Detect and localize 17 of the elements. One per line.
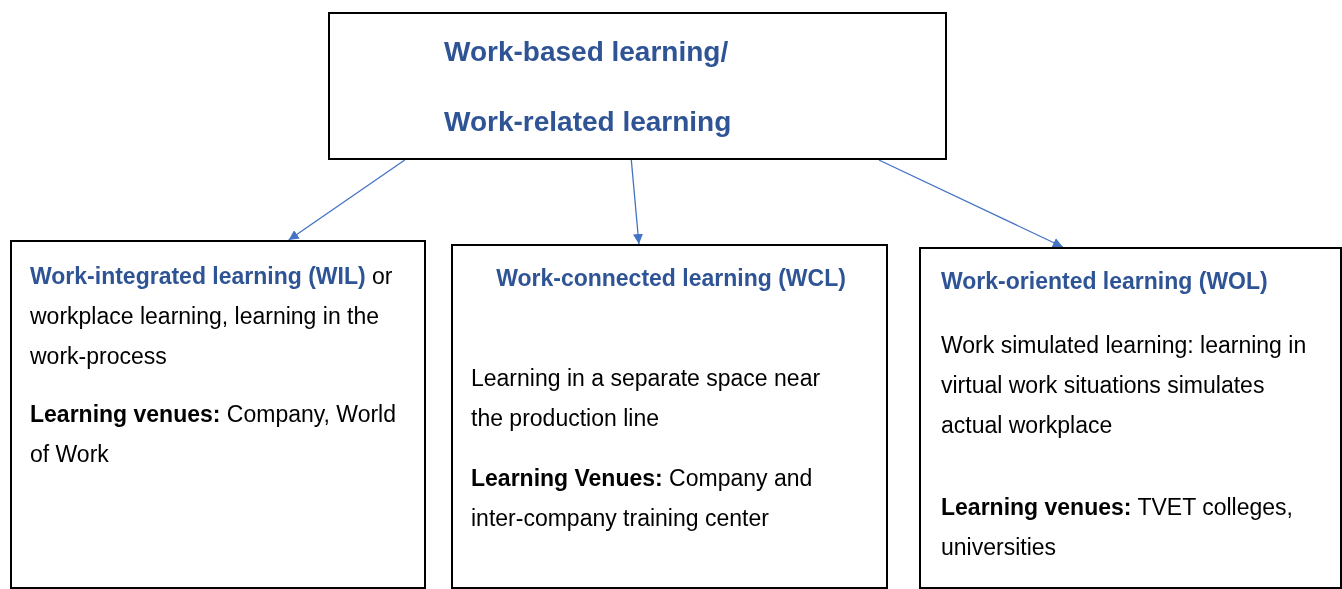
arrow (878, 159, 1064, 248)
heading-text: Work-based learning/ (444, 35, 730, 69)
arrow (630, 159, 643, 245)
body-text: Learning Venues: Company and inter-company training center (471, 464, 814, 533)
heading-text: Work-related learning (444, 105, 733, 139)
arrow (288, 159, 406, 241)
body-text: Work-integrated learning (WIL) or workplace learning, learning in the work-process (30, 262, 394, 371)
body-text: Learning venues: TVET colleges, universities (941, 493, 1294, 562)
body-text: Learning venues: Company, World of Work (30, 400, 397, 469)
body-text: Work simulated learning: learning in virtual work situations simulates actual workplace (941, 331, 1308, 440)
heading-text: Work-connected learning (WCL) (495, 264, 847, 293)
text-box (10, 240, 426, 589)
text-box (919, 247, 1342, 589)
text-box (451, 244, 888, 589)
heading-text: Work-oriented learning (WOL) (941, 267, 1269, 296)
text-box (328, 12, 947, 160)
body-text: Learning in a separate space near the production line (471, 364, 822, 433)
